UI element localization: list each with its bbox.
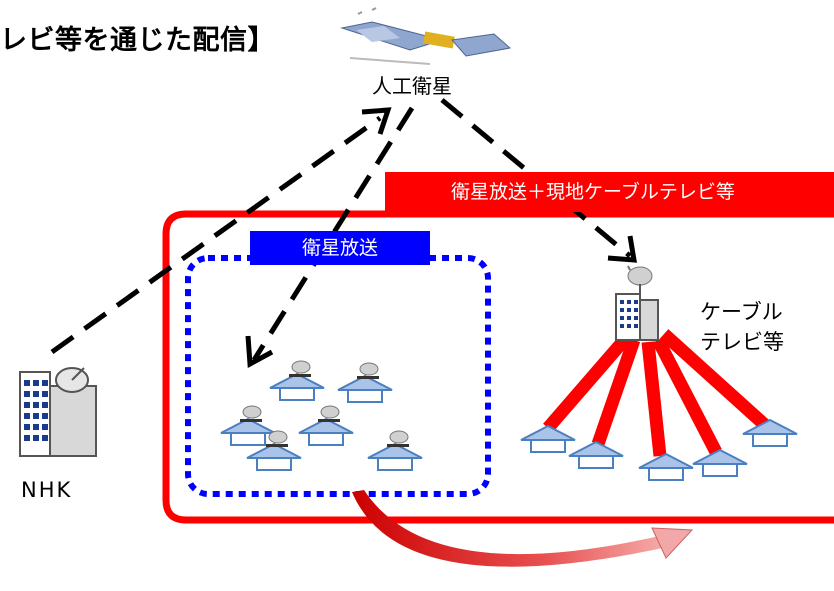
cable-tv-label: ケーブル テレビ等 [700, 297, 784, 357]
downlink-satellite-arrow [251, 106, 415, 362]
house-icon [270, 361, 324, 400]
house-icon [368, 431, 422, 470]
downlink-satellite-arrowhead [245, 335, 274, 369]
house-icon [742, 419, 798, 447]
cable-tv-label-line1: ケーブル [700, 300, 783, 324]
uplink-arrowhead [361, 107, 392, 135]
house-icon [568, 441, 624, 469]
downlink-cable-arrowhead [607, 235, 637, 263]
house-icon [638, 453, 694, 481]
house-icon [338, 363, 392, 402]
house-icon [692, 449, 748, 477]
satellite-cable-banner: 衛星放送＋現地ケーブルテレビ等 [385, 172, 834, 212]
nhk-label: NHK [21, 478, 73, 502]
cable-tv-label-line2: テレビ等 [700, 330, 784, 354]
house-icon [520, 425, 576, 453]
satellite-icon [340, 7, 512, 65]
house-icon [299, 406, 353, 445]
transition-arrow [352, 490, 694, 567]
cable-lines [543, 329, 771, 457]
cable-area-frame [162, 210, 834, 524]
page-title: レビ等を通じた配信】 [0, 25, 275, 56]
satellite-label: 人工衛星 [372, 74, 452, 98]
satellite-area-frame [185, 255, 491, 497]
cable-station-icon [615, 265, 659, 341]
satellite-banner: 衛星放送 [250, 231, 430, 265]
satellite-houses [221, 361, 422, 470]
nhk-building-icon [19, 367, 97, 457]
house-icon [221, 406, 275, 445]
uplink-arrow [50, 115, 382, 355]
